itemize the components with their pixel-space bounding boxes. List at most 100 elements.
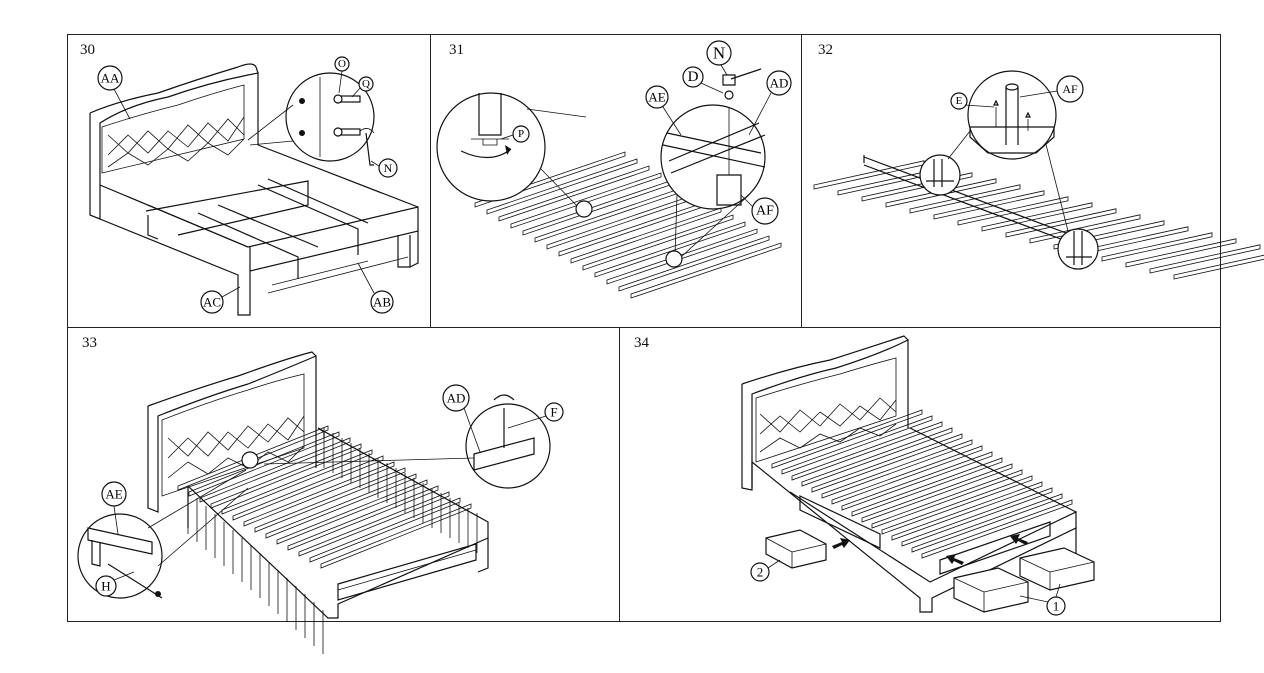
slat [210,443,362,509]
label-ae: AE [105,487,122,502]
label-q-marker [358,76,374,92]
label-ad: AD [770,76,789,91]
slat [881,475,1033,535]
step-number: 33 [82,335,97,351]
label-ad-marker [442,384,470,412]
slat [771,409,923,469]
slat [851,457,1003,517]
slat [199,437,351,503]
slat [630,242,782,299]
step-31-illustration: N D AE AD P AF [436,40,792,299]
slat [243,461,395,527]
detail-zoom-circle [285,72,375,162]
slat-grid [771,409,1073,559]
slat [594,221,746,278]
slat-grid [177,425,472,569]
slat [606,228,758,285]
slat [498,165,650,222]
step-number: 30 [80,42,95,58]
label-ab-marker [370,290,394,314]
label-e-marker [950,92,968,110]
detail-zoom-circle-left [77,513,163,599]
detail-zoom-circle-left [436,92,546,202]
slat [801,427,953,487]
slat [1173,254,1264,280]
label-ad-marker [766,70,792,96]
label-f: F [550,405,557,420]
label-ab: AB [373,295,391,310]
slat [276,479,428,545]
slat [1029,214,1141,244]
step-34-panel: 34 [619,327,1221,622]
drawer-1b [1019,547,1095,591]
slat [885,178,997,208]
label-f-marker [544,402,564,422]
slat [1125,238,1237,268]
slat [474,151,626,208]
label-e: E [956,95,963,107]
label-1: 1 [1053,599,1060,614]
step-33-panel: 33 [67,327,620,654]
slat [486,158,638,215]
slat [618,235,770,292]
label-aa: AA [101,71,120,86]
label-d: D [688,69,699,85]
slat [841,451,993,511]
label-ac: AC [203,295,221,310]
label-n-marker [706,40,732,66]
step-30-illustration: AA O Q N AC AB [89,56,419,316]
step-32-panel: 32 E AF [801,34,1264,328]
label-n: N [384,161,393,175]
label-h-marker [95,575,117,597]
slat-grid [813,160,1264,280]
slat [221,449,373,515]
slat [821,439,973,499]
slat [861,463,1013,523]
slat [546,193,698,250]
slat [813,160,925,190]
step-34-illustration: 2 1 [741,335,1095,616]
slat [891,481,1043,541]
label-2: 2 [757,565,764,580]
slat [320,503,472,569]
slat [909,184,1021,214]
label-o: O [338,58,346,70]
slat [254,467,406,533]
label-n: N [713,44,725,63]
slat [1053,220,1165,250]
detail-zoom-circle-main [967,70,1057,160]
detail-zoom-circle [919,154,961,196]
label-af: AF [756,204,774,219]
label-af: AF [1062,82,1078,96]
label-ae-marker [645,85,669,109]
label-h: H [101,579,110,594]
slat [287,485,439,551]
label-p-marker [512,125,530,143]
label-d-marker [682,66,704,88]
slat [522,179,674,236]
slat [177,425,329,491]
slat [791,421,943,481]
slat [811,433,963,493]
detail-zoom-circle [1057,228,1099,270]
slat [911,493,1063,553]
label-af-marker [751,197,779,225]
label-aa-marker [97,65,123,91]
step-number: 32 [818,42,833,58]
label-ae: AE [648,90,665,105]
slat [781,415,933,475]
slat [901,487,1053,547]
slat [309,497,461,563]
slat [1005,208,1117,238]
step-33-illustration: AD F AE H [77,351,564,654]
slat [570,207,722,264]
slat [981,202,1093,232]
slat [957,196,1069,226]
label-af-marker [1056,75,1084,103]
slat [232,455,384,521]
slat [298,491,450,557]
step-number: 31 [449,42,464,58]
label-q: Q [362,78,370,90]
step-32-illustration: E AF [813,70,1264,280]
